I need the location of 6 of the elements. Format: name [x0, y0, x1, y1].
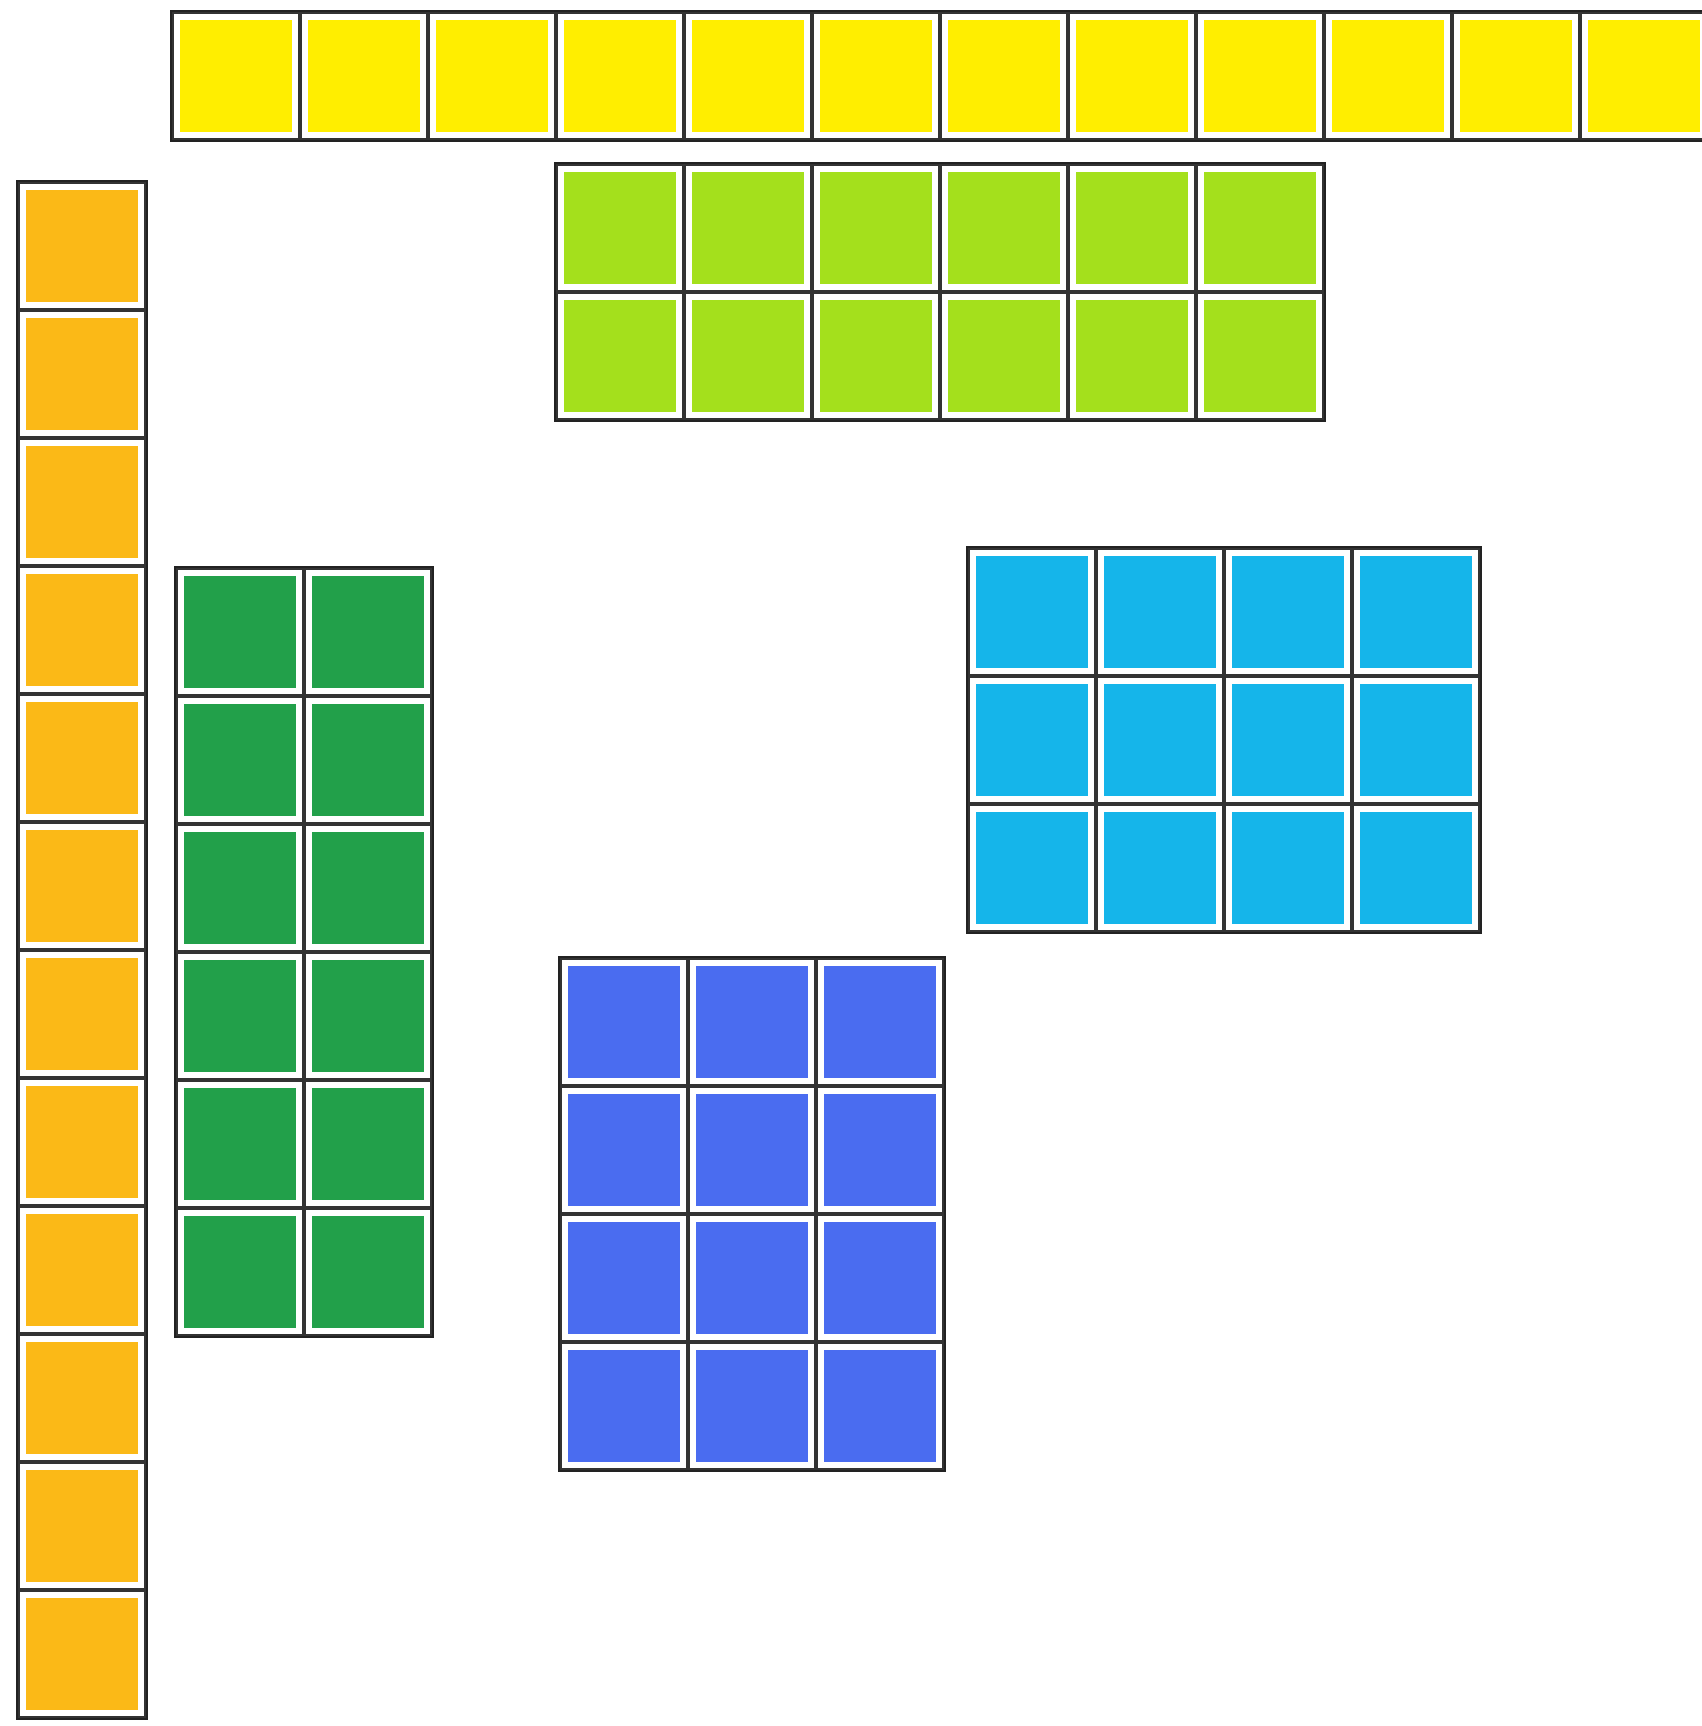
square-array	[170, 10, 1702, 142]
square-array	[966, 546, 1482, 934]
square-array	[16, 180, 148, 1720]
square-array	[558, 956, 946, 1472]
square-array	[174, 566, 434, 1338]
square-array	[554, 162, 1326, 422]
